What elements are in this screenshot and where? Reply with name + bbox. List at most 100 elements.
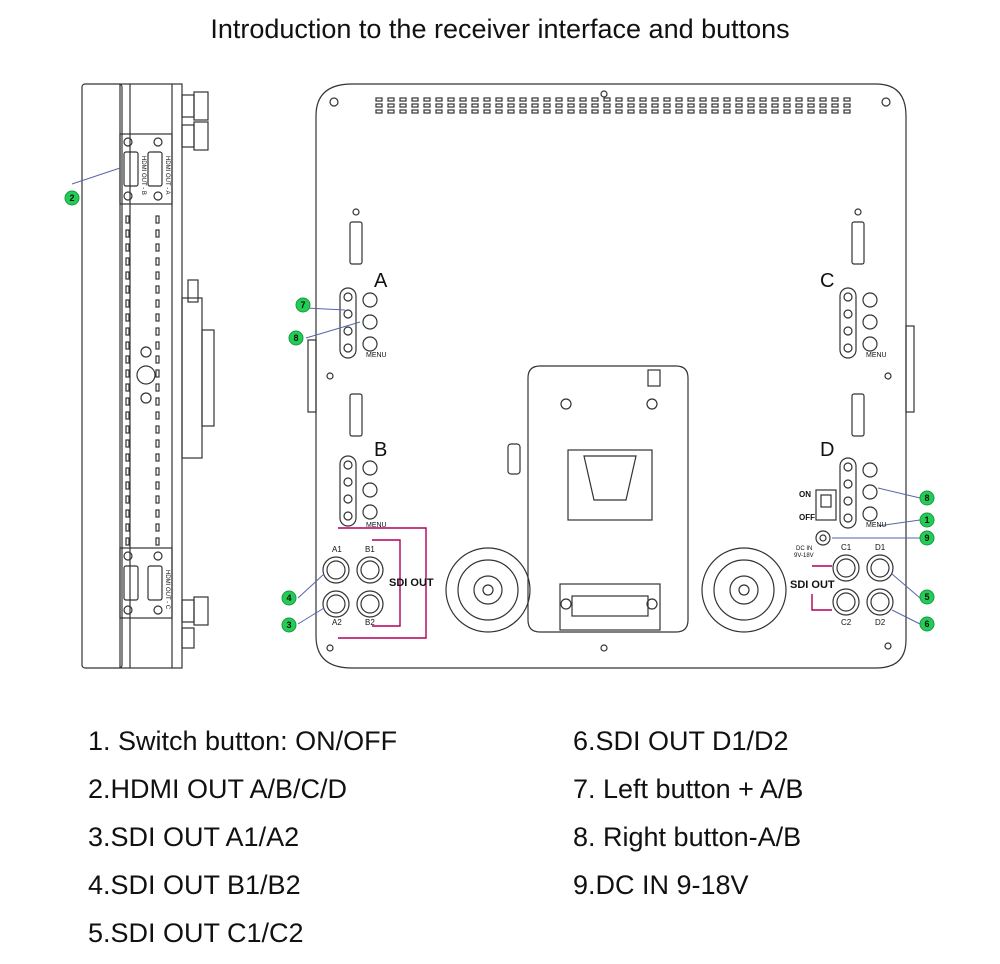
legend-item-6: 6.SDI OUT D1/D2 [573,726,789,756]
vent-slot [699,97,707,102]
vent-slot [435,109,443,114]
hdmi-out-b-label: HDMI OUT - B [140,156,146,195]
vent-slot [771,97,779,102]
vent-slot [447,97,455,102]
side-vent-slot [125,425,130,434]
side-vent-slot [155,425,160,434]
sdi-out-label-left: SDI OUT [389,577,434,589]
vent-slot [663,103,671,108]
vent-slot [663,109,671,114]
vent-slot [423,97,431,102]
vent-slot [399,97,407,102]
legend-item-8: 8. Right button-A/B [573,822,802,852]
vent-slot [627,103,635,108]
vent-slot [687,97,695,102]
vent-slot [543,103,551,108]
vent-slot [663,97,671,102]
side-vent-slot [155,397,160,406]
port-b1-label: B1 [365,545,375,554]
vent-slot [759,109,767,114]
side-vent-slot [155,439,160,448]
side-vent-slot [125,397,130,406]
vent-slot [507,103,515,108]
hdmi-out-a-label: HDMI OUT - A [164,156,170,195]
vent-slot [675,97,683,102]
vent-slot [555,109,563,114]
side-vent-slot [125,369,130,378]
vent-slot [783,109,791,114]
side-vent-slot [155,313,160,322]
sdi-ports-left [322,556,384,618]
vent-slot [783,97,791,102]
vent-slot [699,103,707,108]
vent-slot [411,103,419,108]
vent-slot [603,97,611,102]
side-vent-slot [125,537,130,546]
side-vent-slot [125,327,130,336]
vent-slot [723,103,731,108]
sdi-out-bracket [338,527,832,639]
svg-text:7: 7 [300,300,305,310]
side-vent-slot [125,285,130,294]
vent-slot [819,97,827,102]
side-vent-slot [125,271,130,280]
vent-slot [579,97,587,102]
legend-item-7: 7. Left button + A/B [573,774,804,804]
side-vent-slot [155,299,160,308]
power-switch [815,489,837,521]
vent-slot [375,97,383,102]
vent-slot [615,97,623,102]
vent-slot [375,103,383,108]
vent-slot [639,103,647,108]
vent-slot [543,109,551,114]
marker-4: 4 [281,590,297,606]
vent-slot [399,109,407,114]
vent-slot [831,103,839,108]
marker-3: 3 [281,617,297,633]
vent-slot [843,109,851,114]
vent-slot [723,109,731,114]
vent-slot [411,109,419,114]
sdi-ports-right [832,554,894,616]
svg-text:1: 1 [924,515,929,525]
vent-slot [711,109,719,114]
vent-slot [687,103,695,108]
hdmi-out-c-label: HDMI OUT - C [164,570,170,610]
side-vent-slot [125,495,130,504]
marker-8-left: 8 [288,330,304,346]
port-c1-label: C1 [841,543,852,552]
side-vent-slot [155,271,160,280]
side-vent-slot [125,229,130,238]
vent-slot [795,97,803,102]
svg-text:6: 6 [924,619,929,629]
button-cluster-c [839,287,878,359]
receiver-diagram: A B C D MENU MENU MENU MENU HDMI OUT - A… [64,83,935,669]
marker-1: 1 [919,512,935,528]
vent-slot [447,109,455,114]
vent-slot [747,109,755,114]
fan-left [445,547,531,633]
side-vent-slot [125,453,130,462]
vent-slot [411,97,419,102]
legend-item-2: 2.HDMI OUT A/B/C/D [88,774,348,804]
vent-slot [387,103,395,108]
vent-slot [447,103,455,108]
vent-slot [435,103,443,108]
vent-slot [591,103,599,108]
vent-slot [723,97,731,102]
vent-slot [579,109,587,114]
vent-slot [675,109,683,114]
vent-slot [735,97,743,102]
back-panel [307,83,915,669]
side-vent-slot [155,327,160,336]
side-vent-slot [155,257,160,266]
vent-slot [483,109,491,114]
vent-slot [699,109,707,114]
vent-slot [759,97,767,102]
side-vent-slot [125,467,130,476]
side-vent-slot [155,467,160,476]
button-cluster-b [339,455,378,527]
vent-slot [735,103,743,108]
vent-slot [651,103,659,108]
vent-slot [675,103,683,108]
